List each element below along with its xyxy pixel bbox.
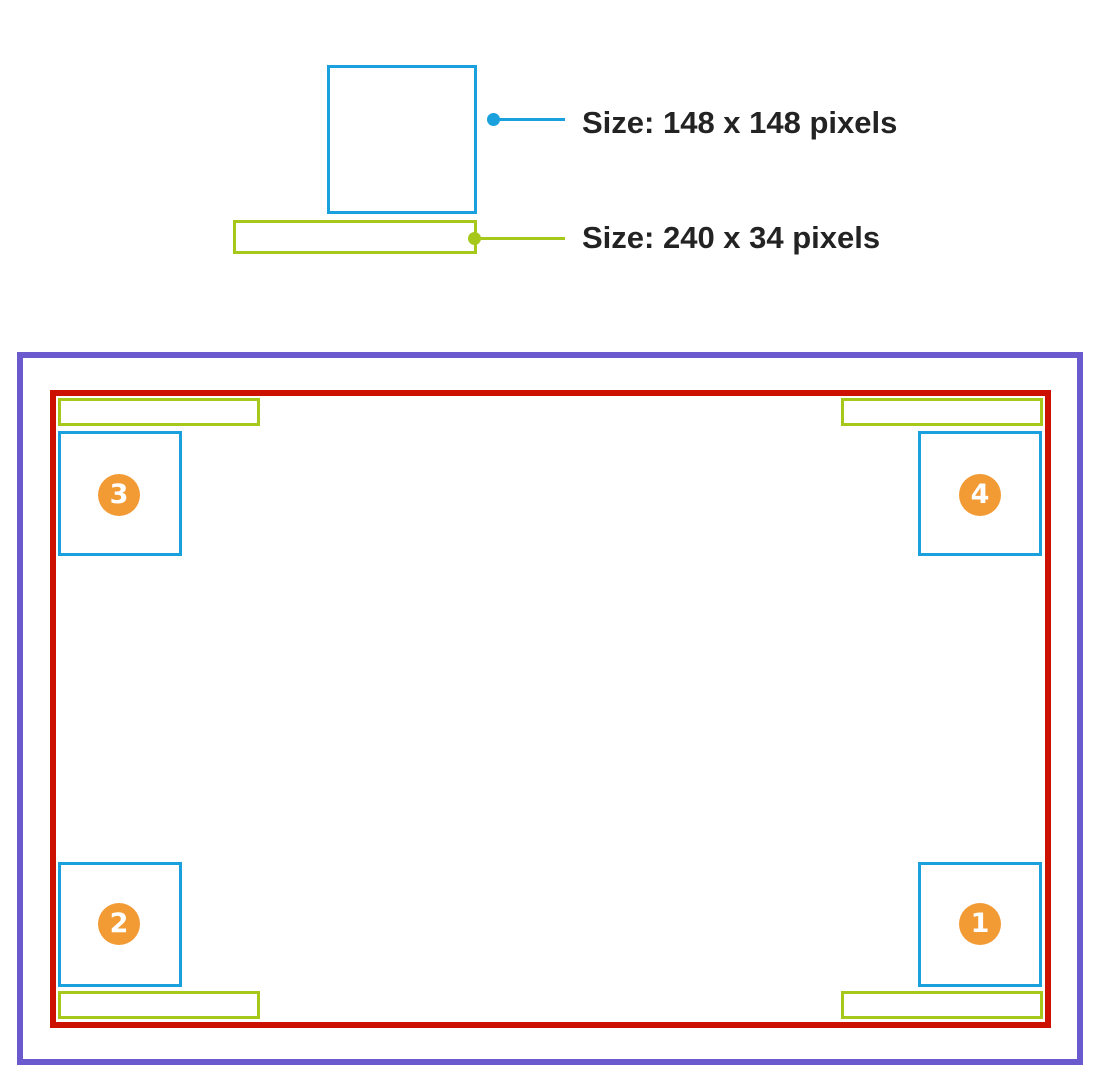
outer-frame [17,352,1083,1065]
top-left-square [58,431,182,556]
legend-bar-size-label: Size: 240 x 34 pixels [582,220,881,255]
legend-square-shape [327,65,477,214]
legend-bar-dot [468,232,481,245]
top-right-bar [841,398,1043,426]
top-left-bar [58,398,260,426]
legend-square-size-label: Size: 148 x 148 pixels [582,105,898,140]
legend-bar-connector [475,237,565,240]
bottom-left-bar [58,991,260,1019]
marker-4-badge: 4 [959,474,1001,516]
marker-2-badge: 2 [98,903,140,945]
marker-1-badge: 1 [959,903,1001,945]
legend-bar-shape [233,220,477,254]
legend-square-dot [487,113,500,126]
marker-3-badge: 3 [98,474,140,516]
inner-frame [50,390,1051,1028]
legend-square-connector [493,118,565,121]
bottom-right-bar [841,991,1043,1019]
